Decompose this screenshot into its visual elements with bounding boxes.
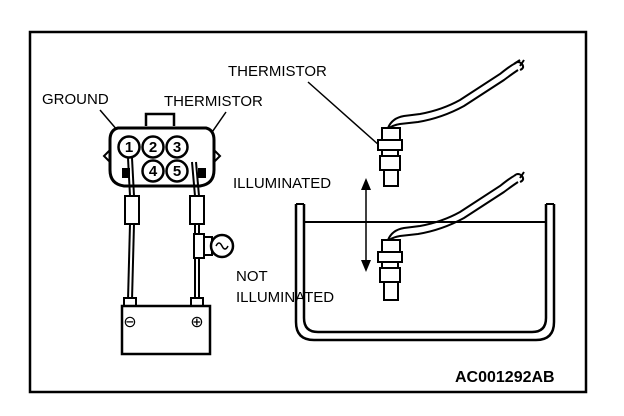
connector-pin-3: 3 bbox=[173, 139, 181, 156]
connector-pin-1: 1 bbox=[125, 139, 133, 156]
battery-positive-terminal: ⊕ bbox=[190, 312, 203, 331]
connector-pin-4: 4 bbox=[149, 163, 158, 180]
connector-icon bbox=[102, 112, 222, 188]
up-down-arrow-icon bbox=[361, 178, 371, 272]
thermistor-probe-label: THERMISTOR bbox=[228, 63, 327, 80]
thermistor-probe-leader-line bbox=[307, 81, 381, 147]
battery-negative-terminal: ⊖ bbox=[123, 312, 136, 331]
test-lamp-icon bbox=[193, 233, 235, 259]
connector-pin-5: 5 bbox=[173, 163, 181, 180]
thermistor-connector-label: THERMISTOR bbox=[164, 93, 263, 110]
figure-frame bbox=[28, 30, 588, 394]
connector-pin-2: 2 bbox=[149, 139, 157, 156]
not-illuminated-label-line1: NOT bbox=[236, 268, 268, 285]
water-container-icon bbox=[294, 203, 556, 342]
battery-icon bbox=[120, 297, 212, 356]
illuminated-label: ILLUMINATED bbox=[233, 175, 331, 192]
thermistor-probe-submerged-icon bbox=[377, 171, 525, 301]
ground-label: GROUND bbox=[42, 91, 109, 108]
test-leads bbox=[124, 157, 205, 301]
figure-code: AC001292AB bbox=[455, 369, 555, 386]
not-illuminated-label-line2: ILLUMINATED bbox=[236, 289, 334, 306]
thermistor-probe-icon bbox=[377, 59, 525, 187]
